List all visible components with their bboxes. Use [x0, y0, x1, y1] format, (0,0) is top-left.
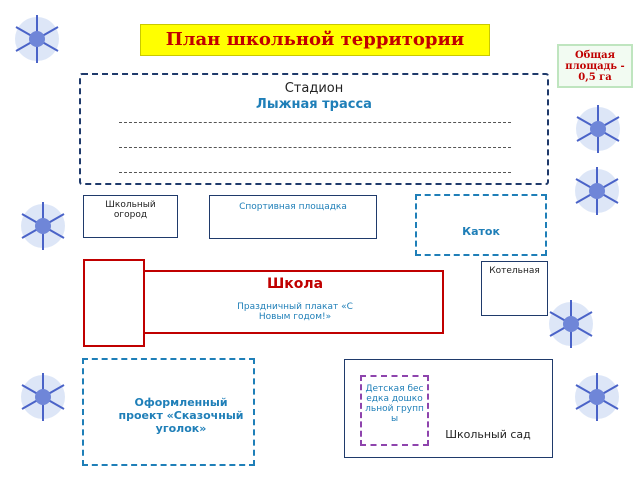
snowflake-icon: [21, 373, 65, 421]
kids-gazebo-zone: Детская беседка дошкольной группы: [360, 375, 429, 446]
snowflake-icon: [549, 300, 593, 348]
school-orchard-zone: Школьный сад: [344, 359, 553, 458]
school-garden-label: Школьный огород: [105, 200, 156, 220]
sports-ground-zone: Спортивная площадка: [209, 195, 377, 239]
sports-ground-label: Спортивная площадка: [239, 202, 347, 212]
boiler-house-zone: Котельная: [481, 261, 548, 316]
ski-track-line: [119, 147, 511, 148]
ski-track-label: Лыжная трасса: [256, 97, 372, 112]
snowflake-icon: [15, 15, 59, 63]
school-orchard-label: Школьный сад: [445, 428, 531, 441]
snowflake-icon: [575, 373, 619, 421]
skating-rink-zone: Каток: [415, 194, 547, 256]
holiday-poster-label: Праздничный плакат «С Новым годом!»: [237, 302, 353, 322]
snowflake-icon: [576, 105, 620, 153]
stadium-zone: Стадион Лыжная трасса: [79, 73, 549, 185]
fairy-corner-zone: Оформленный проект «Сказочный уголок»: [82, 358, 255, 466]
skating-rink-label: Каток: [462, 225, 500, 238]
school-building: Школа Праздничный плакат «С Новым годом!…: [143, 270, 444, 334]
school-garden-zone: Школьный огород: [83, 195, 178, 238]
total-area-note: Общая площадь - 0,5 га: [557, 44, 633, 88]
stadium-label: Стадион: [284, 81, 344, 96]
ski-track-line: [119, 172, 511, 173]
snowflake-icon: [21, 202, 65, 250]
page-title: План школьной территории: [140, 24, 490, 56]
school-label: Школа: [266, 276, 324, 292]
boiler-house-label: Котельная: [489, 266, 540, 276]
snowflake-icon: [575, 167, 619, 215]
ski-track-line: [119, 122, 511, 123]
school-building-wing: [83, 259, 145, 347]
kids-gazebo-label: Детская беседка дошкольной группы: [365, 384, 424, 424]
fairy-corner-label: Оформленный проект «Сказочный уголок»: [118, 396, 244, 435]
